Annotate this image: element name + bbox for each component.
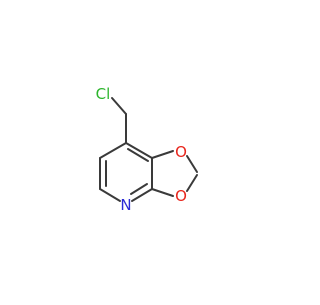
- bond-c7a-o-top: [151, 150, 174, 159]
- molecule-structure-canvas: Cl O O N: [96, 85, 198, 214]
- bond-n-c5: [99, 188, 121, 202]
- bond-c3a-n: [131, 188, 153, 202]
- bond-cl-ch2: [111, 97, 127, 115]
- bond-c3a-n-double: [130, 183, 148, 195]
- bond-c6-c7: [99, 142, 127, 159]
- bond-c7-c7a-double: [127, 148, 149, 162]
- bond-o-bottom-ch2: [186, 174, 198, 192]
- atom-label-o-bottom: O: [175, 187, 187, 205]
- bond-c7-c7a: [125, 142, 153, 159]
- atom-label-n: N: [120, 196, 131, 214]
- bond-c3a-o-bottom: [151, 188, 174, 197]
- bonds: [99, 97, 198, 202]
- atom-label-cl: Cl: [96, 85, 111, 103]
- bond-o-top-ch2: [186, 155, 198, 173]
- atom-label-o-top: O: [175, 143, 187, 161]
- molecule-structure: Cl O O N: [96, 85, 198, 214]
